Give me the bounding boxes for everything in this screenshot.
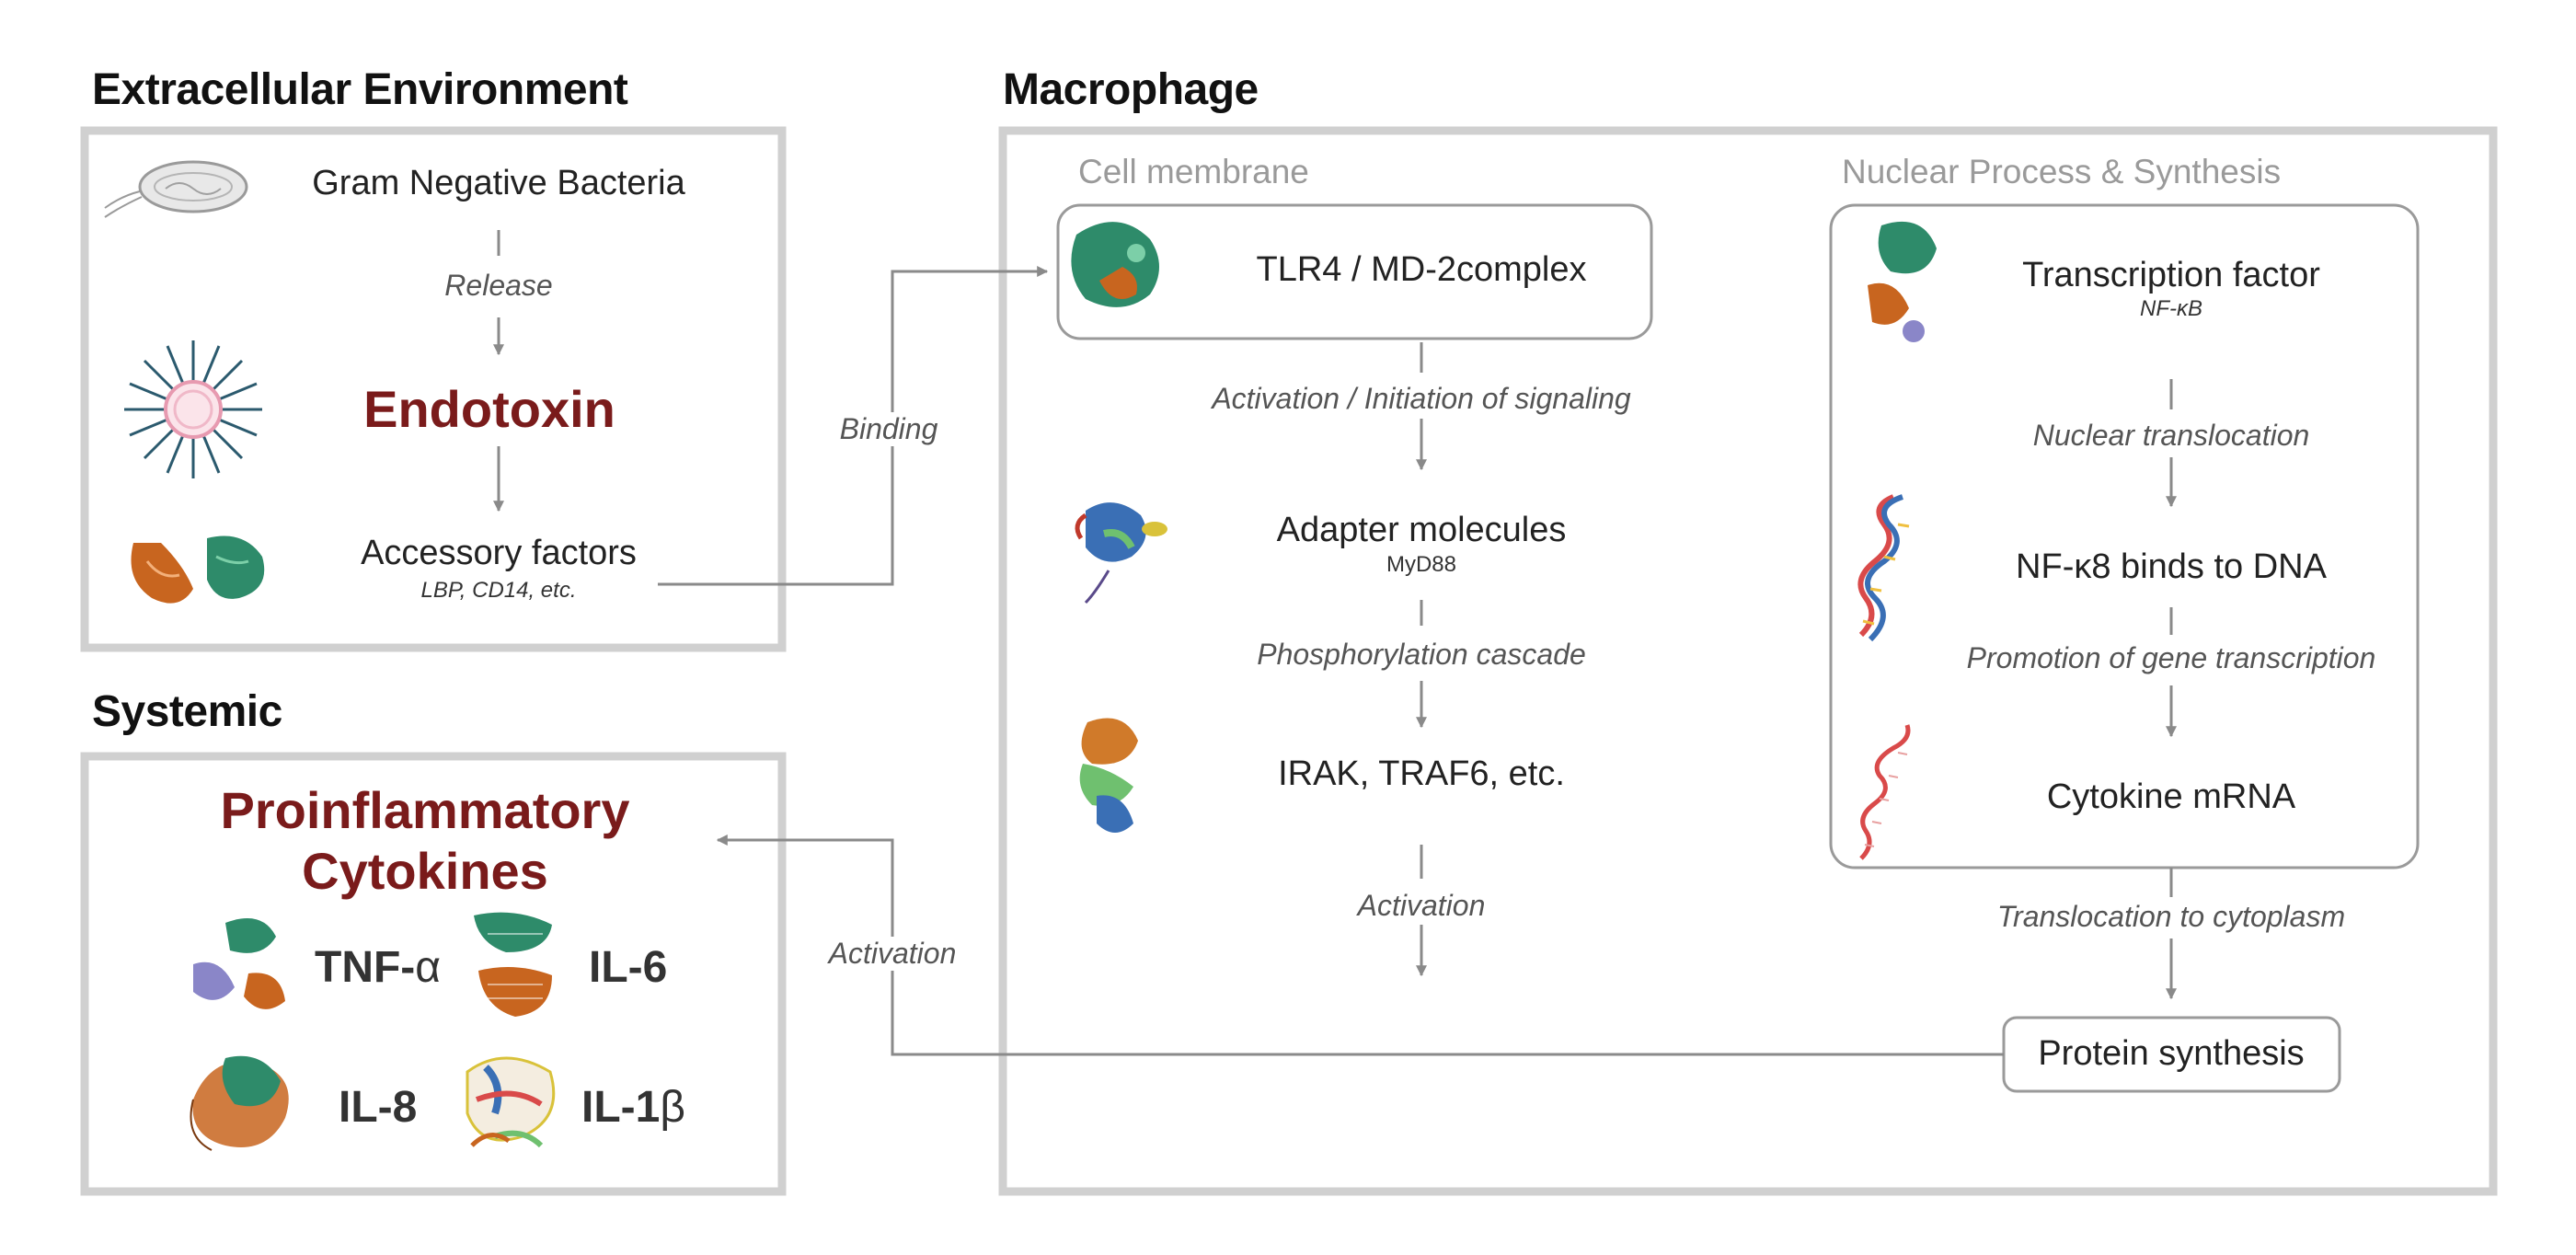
promotion-label: Promotion of gene transcription [1962,641,2380,675]
adapter-label: Adapter molecules [1276,511,1567,549]
adapter-protein-icon [1075,502,1167,604]
extracellular-frame [80,126,787,652]
il6-protein-icon [474,912,552,1017]
nuclear-process-label: Nuclear Process & Synthesis [1842,153,2282,190]
translocation-cytoplasm-label: Translocation to cytoplasm [1993,900,2350,934]
bacteria-icon [104,160,248,218]
tnf-alpha-label: TNF-α [315,943,442,992]
adapter-sub: MyD88 [1386,552,1457,577]
nuclear-translocation-label: Nuclear translocation [2029,419,2314,453]
accessory-factors-label: Accessory factors [361,534,637,572]
irak-label: IRAK, TRAF6, etc. [1278,754,1565,793]
cell-membrane-label: Cell membrane [1078,153,1309,190]
il8-protein-icon [190,1055,289,1151]
proinflammatory-title: Proinflammatory [220,781,630,839]
binding-edge-label: Binding [835,412,942,446]
endotoxin-icon [124,340,262,478]
tlr4-label: TLR4 / MD-2complex [1256,250,1587,289]
binds-dna-label: NF-κ8 binds to DNA [2016,547,2327,586]
cytokines-title: Cytokines [302,842,548,900]
activation-initiation-label: Activation / Initiation of signaling [1208,382,1635,416]
tlr4-protein-icon [1071,222,1159,307]
accessory-protein-icon [131,535,265,604]
activation-edge-label: Activation [824,937,960,971]
il6-label: IL-6 [589,943,668,992]
bacteria-label: Gram Negative Bacteria [312,164,685,202]
phosphorylation-label: Phosphorylation cascade [1253,638,1590,672]
irak-protein-icon [1079,718,1138,833]
transcription-factor-label: Transcription factor [2022,256,2320,294]
accessory-factors-sub: LBP, CD14, etc. [420,578,577,603]
release-label: Release [444,269,553,302]
nuclear-box [1829,203,2420,869]
macrophage-frame [998,126,2498,1196]
systemic-heading: Systemic [92,687,282,736]
macrophage-heading: Macrophage [1003,65,1259,114]
transcription-factor-icon [1868,221,1937,342]
il1-beta-protein-icon [466,1056,556,1148]
il1-beta-label: IL-1β [581,1083,685,1132]
il8-label: IL-8 [339,1083,418,1132]
dna-icon [1857,494,1910,642]
tlr4-box [1056,203,1653,340]
systemic-frame [80,752,787,1196]
activation-label: Activation [1353,889,1489,923]
tnf-alpha-protein-icon [193,918,285,1009]
protein-synthesis-label: Protein synthesis [2038,1034,2305,1073]
transcription-factor-sub: NF-κB [2140,296,2202,321]
mrna-icon [1859,724,1911,860]
extracellular-heading: Extracellular Environment [92,65,628,114]
mrna-label: Cytokine mRNA [2046,777,2296,816]
endotoxin-label: Endotoxin [363,380,615,438]
